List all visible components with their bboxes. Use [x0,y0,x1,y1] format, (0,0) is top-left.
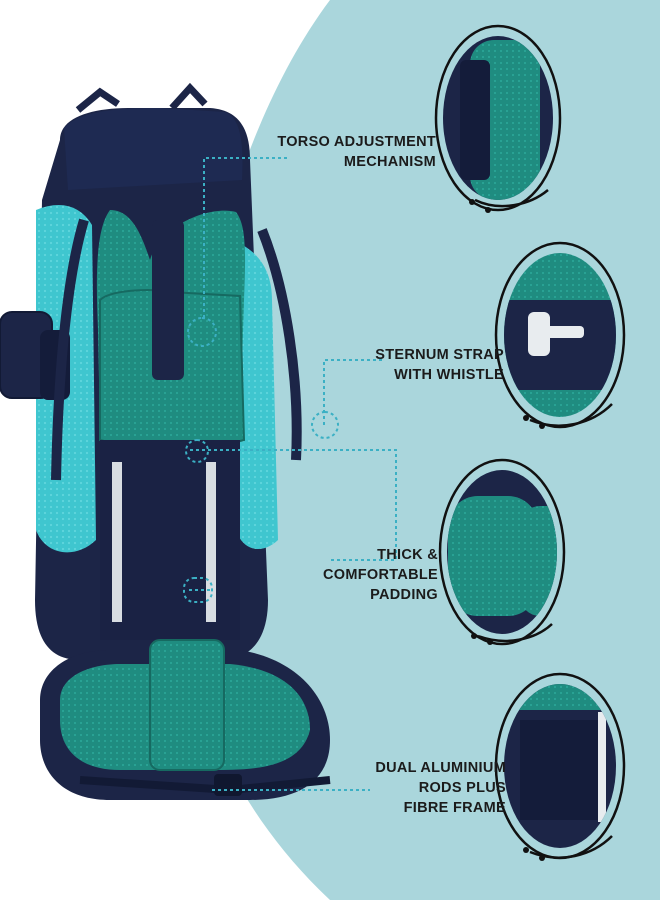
sternum-buckle-closeup-icon [494,241,626,429]
backpack-image [0,82,331,800]
label-line: DUAL ALUMINIUM [375,760,506,776]
feature-label-sternum: STERNUM STRAP WITH WHISTLE [375,345,504,385]
feature-label-frame: DUAL ALUMINIUM RODS PLUS FIBRE FRAME [375,758,506,818]
label-line: FIBRE FRAME [403,800,506,816]
label-line: THICK & [377,547,438,563]
torso-closeup-icon [434,24,562,213]
padding-closeup-icon [438,458,566,646]
label-line: WITH WHISTLE [394,367,504,383]
feature-label-torso: TORSO ADJUSTMENT MECHANISM [277,132,436,172]
label-line: COMFORTABLE [323,567,438,583]
callout-lines [186,157,397,791]
label-line: TORSO ADJUSTMENT [277,134,436,150]
label-line: STERNUM STRAP [375,347,504,363]
label-line: MECHANISM [343,154,436,170]
feature-label-padding: THICK & COMFORTABLE PADDING [323,545,438,605]
label-line: PADDING [370,587,438,603]
label-line: RODS PLUS [418,780,506,796]
